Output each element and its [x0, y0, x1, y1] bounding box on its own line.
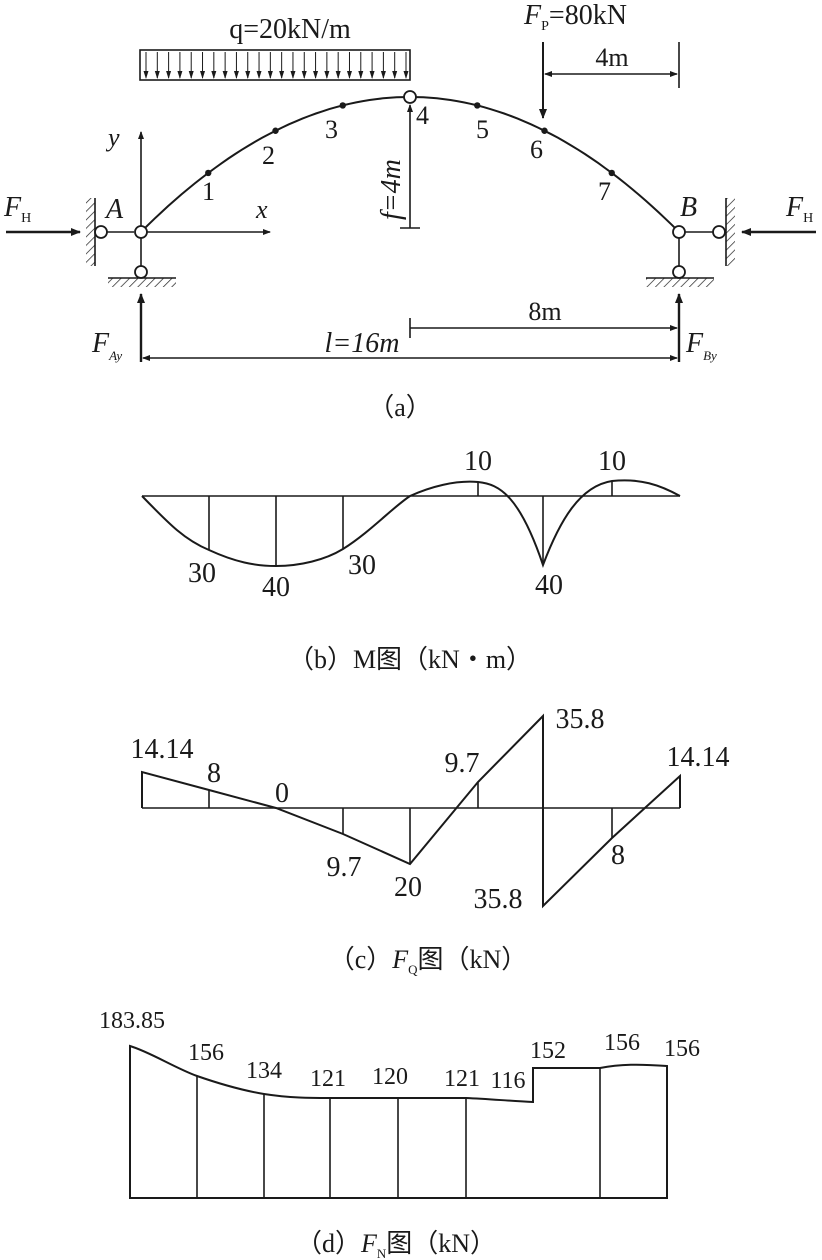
n-label-134: 134: [246, 1058, 282, 1084]
q-label-14-14-right: 14.14: [667, 742, 730, 773]
q-load-arrowhead: [392, 71, 398, 79]
q-load-arrowhead: [256, 71, 262, 79]
point-label-4: 4: [416, 101, 429, 130]
dim-rise-label: f=4m: [376, 159, 407, 220]
q-load-arrowhead: [358, 71, 364, 79]
q-load-arrowhead: [290, 71, 296, 79]
n-label-121-2: 121: [444, 1066, 480, 1092]
n-label-116: 116: [490, 1068, 525, 1094]
arch-point-dot-2: [272, 127, 279, 134]
q-load-arrowhead: [403, 71, 409, 79]
q-load-arrowhead: [233, 71, 239, 79]
reaction-a-label: FAy: [91, 328, 122, 363]
load-q-label: q=20kN/m: [229, 14, 351, 45]
caption-d: （d）FN图（kN）: [296, 1229, 496, 1260]
q-load-arrowhead: [279, 71, 285, 79]
arch-point-dot-5: [474, 102, 481, 109]
thrust-right-label: FH: [785, 192, 813, 226]
m-label-30-right: 30: [348, 550, 376, 581]
q-load-arrowhead: [154, 71, 160, 79]
dim-8m-label: 8m: [528, 297, 561, 326]
caption-b: （b）M图（kN・m）: [288, 645, 532, 674]
q-label-8-right: 8: [611, 840, 625, 871]
q-load-arrowhead: [177, 71, 183, 79]
q-load-arrowhead: [335, 71, 341, 79]
point-label-1: 1: [202, 177, 215, 206]
arch-division-points: [205, 102, 615, 177]
y-axis-label: y: [105, 123, 120, 152]
n-ordinates: [196, 1068, 601, 1198]
crown-hinge: [403, 90, 417, 104]
n-diagram: [129, 1044, 668, 1199]
point-label-5: 5: [476, 115, 489, 144]
q-load-arrowhead: [211, 71, 217, 79]
n-label-156-3: 156: [664, 1036, 700, 1062]
q-load-arrowhead: [222, 71, 228, 79]
panel-a-arch: q=20kN/m 1 2 3 4 5 6 7 FP=80kN 4m f=4m x…: [3, 0, 816, 422]
m-label-10-left: 10: [464, 446, 492, 477]
q-load-arrowhead: [301, 71, 307, 79]
n-label-183-85: 183.85: [99, 1008, 165, 1034]
panel-b-moment: 30 40 30 10 40 10 （b）M图（kN・m）: [141, 446, 681, 674]
panel-d-axial: 183.85 156 134 121 120 121 116 152 156 1…: [99, 1008, 700, 1260]
q-label-35-8-top: 35.8: [556, 704, 605, 735]
arch-point-dot-1: [205, 169, 212, 177]
dim-4m-label: 4m: [595, 43, 628, 72]
point-label-6: 6: [530, 135, 543, 164]
arch-point-dot-6: [541, 127, 548, 134]
x-axis-label: x: [255, 195, 268, 224]
point-label-7: 7: [598, 177, 611, 206]
q-load-arrowhead: [245, 71, 251, 79]
q-label-9-7-left: 9.7: [327, 852, 362, 883]
load-fp-label: FP=80kN: [523, 0, 627, 34]
n-label-156-1: 156: [188, 1040, 224, 1066]
reaction-b-label: FBy: [685, 328, 717, 363]
arch-point-dot-3: [339, 102, 346, 109]
m-label-40-right: 40: [535, 570, 563, 601]
m-label-30-left: 30: [188, 558, 216, 589]
q-load-arrowhead: [143, 71, 149, 79]
arch-point-dot-7: [608, 169, 615, 177]
support-a: [86, 198, 176, 287]
n-label-121-1: 121: [310, 1066, 346, 1092]
caption-c: （c）FQ图（kN）: [329, 945, 528, 977]
support-a-label: A: [104, 194, 124, 225]
q-label-20: 20: [394, 872, 422, 903]
point-label-2: 2: [262, 141, 275, 170]
m-curve: [141, 479, 681, 568]
q-label-14-14-left: 14.14: [131, 734, 194, 765]
q-label-35-8-bottom: 35.8: [474, 884, 523, 915]
m-label-10-right: 10: [598, 446, 626, 477]
dim-span-label: l=16m: [325, 328, 400, 359]
q-load-arrowhead: [324, 71, 330, 79]
support-b: [646, 198, 735, 287]
q-label-8-left: 8: [207, 758, 221, 789]
n-label-152: 152: [530, 1038, 566, 1064]
point-label-3: 3: [325, 115, 338, 144]
q-load-arrowhead: [200, 71, 206, 79]
support-b-label: B: [680, 192, 697, 223]
n-label-156-2: 156: [604, 1030, 640, 1056]
q-load-arrowhead: [166, 71, 172, 79]
q-label-9-7-right: 9.7: [445, 748, 480, 779]
m-ordinates: [208, 481, 613, 566]
n-label-120: 120: [372, 1064, 408, 1090]
distributed-load: [139, 49, 411, 81]
caption-a: （a）: [368, 393, 432, 422]
q-load-arrowhead: [267, 71, 273, 79]
thrust-left-label: FH: [3, 192, 31, 226]
q-load-arrowhead: [346, 71, 352, 79]
q-load-arrowhead: [188, 71, 194, 79]
q-ordinates: [208, 782, 613, 864]
q-load-arrowhead: [369, 71, 375, 79]
q-load-arrowhead: [313, 71, 319, 79]
q-load-arrowhead: [380, 71, 386, 79]
panel-c-shear: 14.14 8 0 9.7 20 9.7 35.8 35.8 8 14.14 （…: [131, 704, 730, 977]
q-diagram-left: [141, 713, 681, 909]
q-label-0: 0: [275, 778, 289, 809]
m-label-40-left: 40: [262, 572, 290, 603]
